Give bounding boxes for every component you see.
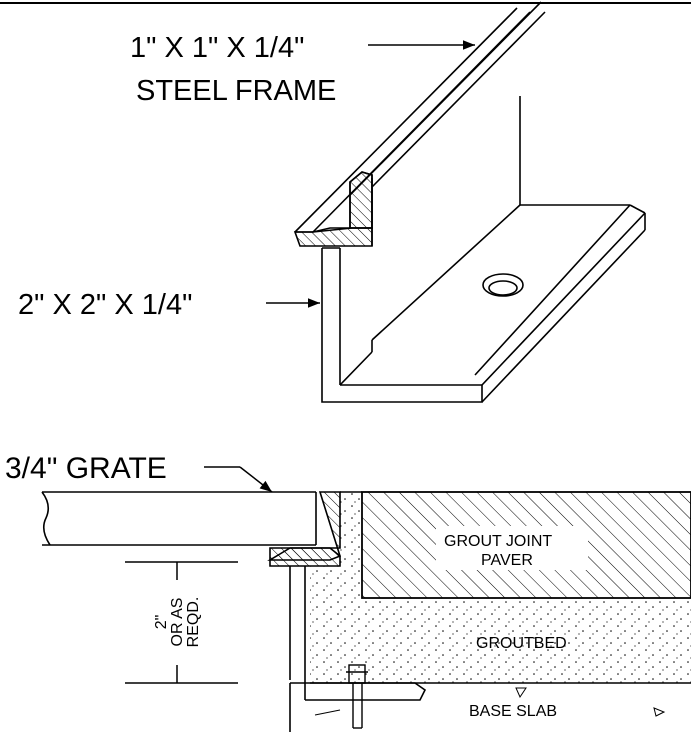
svg-text:REQD.: REQD. [185, 597, 202, 648]
paver-label: PAVER [481, 552, 533, 569]
anchor-bolt [346, 664, 368, 729]
grate-leader-arrow [239, 466, 273, 493]
angle-dimension-label: 2" X 2" X 1/4" [18, 289, 192, 321]
steel-frame-dimension-label: 1" X 1" X 1/4" [130, 32, 304, 64]
paver-label-bg [436, 526, 588, 570]
clearance-dimension [125, 561, 238, 684]
aggregate-3 [314, 709, 341, 716]
grate [41, 491, 317, 546]
steel-frame-name-label: STEEL FRAME [136, 75, 336, 107]
svg-text:2": 2" [153, 615, 170, 630]
clearance-label: 2" OR AS REQD. [153, 597, 202, 648]
grate-label: 3/4" GRATE [5, 452, 167, 485]
isometric-steel-frame [293, 1, 646, 403]
aggregate-2 [653, 707, 666, 717]
base-slab-label: BASE SLAB [469, 703, 557, 720]
aggregate-1 [515, 687, 527, 699]
svg-text:OR AS: OR AS [169, 598, 186, 647]
groutbed-label: GROUTBED [476, 635, 567, 652]
groutbed-area [310, 492, 691, 683]
grout-joint-label: GROUT JOINT [444, 533, 552, 550]
